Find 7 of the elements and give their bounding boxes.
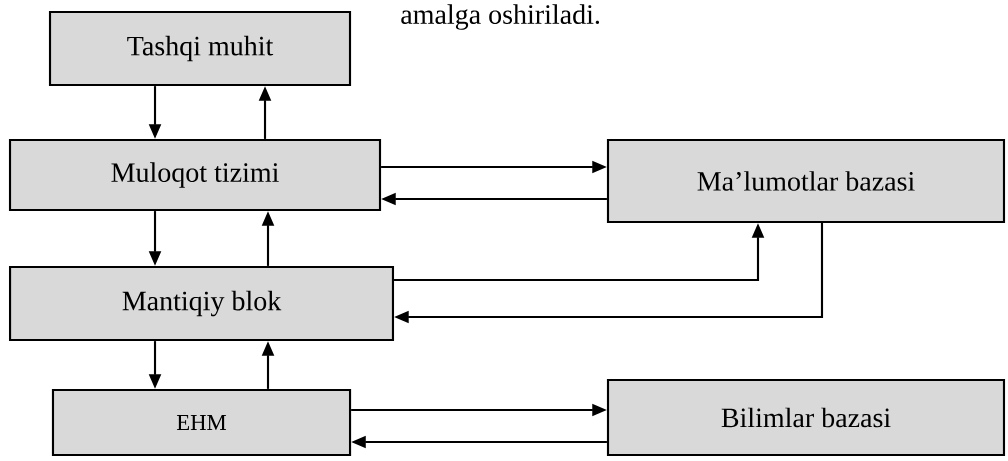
process-box: Mantiqiy blok xyxy=(9,265,395,342)
process-box: Tashqi muhit xyxy=(48,10,352,87)
process-box: Bilimlar bazasi xyxy=(606,378,1006,457)
process-box: Muloqot tizimi xyxy=(8,138,382,212)
caption-text: amalga oshiriladi. xyxy=(401,4,600,30)
process-box: Ma’lumotlar bazasi xyxy=(606,138,1006,224)
process-box: EHM xyxy=(51,388,352,457)
